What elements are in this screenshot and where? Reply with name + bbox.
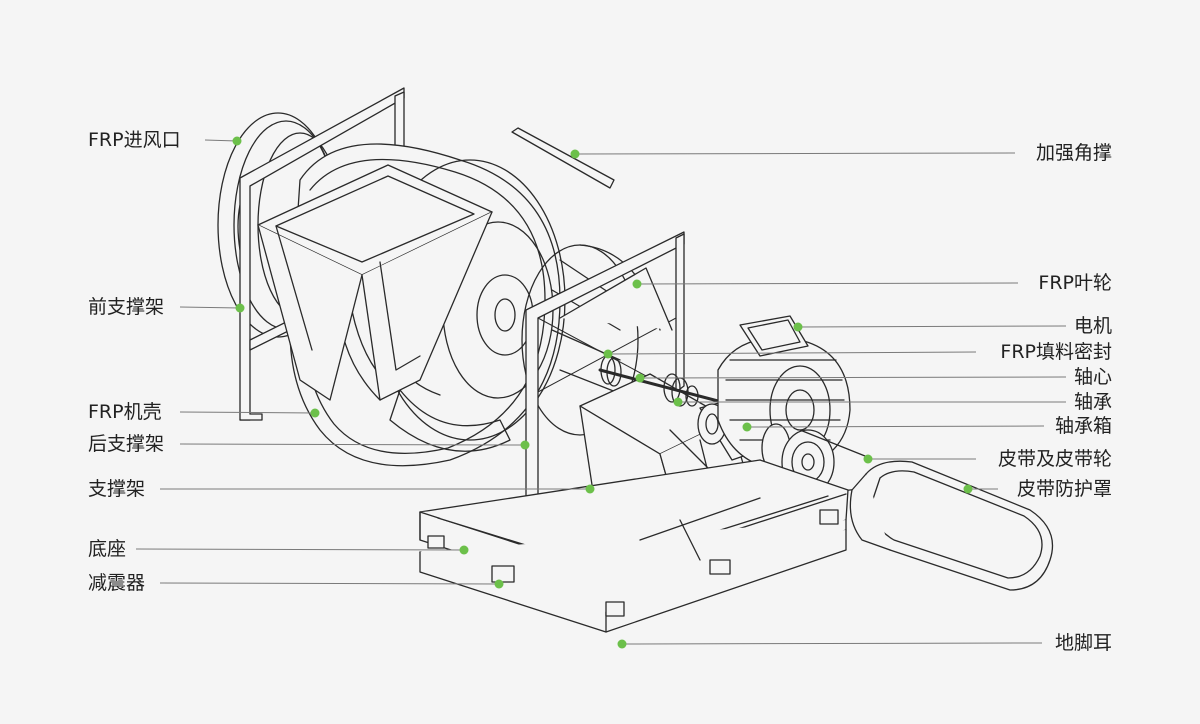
label-frp-inlet: FRP进风口 — [88, 129, 181, 151]
dot-damper — [494, 579, 504, 589]
dot-shaft — [635, 373, 645, 383]
leader-stiffener — [574, 152, 1016, 155]
dot-support-frame — [585, 484, 595, 494]
label-damper: 减震器 — [88, 572, 146, 594]
leader-front-support — [179, 306, 241, 309]
dot-motor — [793, 322, 803, 332]
leader-bearing-box — [746, 425, 1045, 428]
label-belt-guard: 皮带防护罩 — [1016, 478, 1112, 500]
label-frp-seal: FRP填料密封 — [1000, 341, 1112, 363]
dot-bearing — [673, 397, 683, 407]
dot-rear-support — [520, 440, 530, 450]
dot-frp-seal — [603, 349, 613, 359]
leader-damper — [159, 582, 500, 585]
dot-frp-inlet — [232, 136, 242, 146]
label-frp-casing: FRP机壳 — [88, 401, 162, 423]
stiffener-drawing — [511, 127, 615, 189]
leader-motor — [797, 325, 1067, 328]
label-base: 底座 — [88, 538, 127, 560]
dot-foot-ear — [617, 639, 627, 649]
label-foot-ear: 地脚耳 — [1054, 632, 1112, 654]
label-support-frame: 支撑架 — [88, 478, 146, 500]
label-motor: 电机 — [1073, 315, 1112, 337]
label-front-support: 前支撑架 — [88, 296, 165, 318]
leader-frp-casing — [179, 411, 316, 414]
outlet-drawing — [257, 164, 493, 401]
label-stiffener: 加强角撑 — [1035, 142, 1112, 164]
dot-frp-casing — [310, 408, 320, 418]
leader-base — [135, 548, 465, 551]
dot-stiffener — [570, 149, 580, 159]
dot-bearing-box — [742, 422, 752, 432]
belt-guard-drawing — [849, 460, 1054, 591]
dot-frp-impeller — [632, 279, 642, 289]
dot-front-support — [235, 303, 245, 313]
leader-frp-impeller — [636, 282, 1019, 285]
dot-belt-guard — [963, 484, 973, 494]
label-bearing-box: 轴承箱 — [1054, 415, 1112, 437]
leader-frp-inlet — [204, 139, 238, 142]
label-rear-support: 后支撑架 — [88, 433, 165, 455]
label-frp-impeller: FRP叶轮 — [1038, 272, 1112, 294]
leader-frp-seal — [607, 351, 977, 355]
dot-base — [459, 545, 469, 555]
leader-rear-support — [179, 443, 526, 446]
base-drawing — [419, 459, 849, 633]
leader-shaft — [639, 376, 1067, 379]
label-bearing: 轴承 — [1073, 391, 1112, 413]
damper-drawing — [427, 509, 839, 617]
label-shaft: 轴心 — [1073, 366, 1112, 388]
dot-belt-pulley — [863, 454, 873, 464]
leader-foot-ear — [621, 642, 1043, 645]
label-belt-pulley: 皮带及皮带轮 — [997, 448, 1112, 470]
